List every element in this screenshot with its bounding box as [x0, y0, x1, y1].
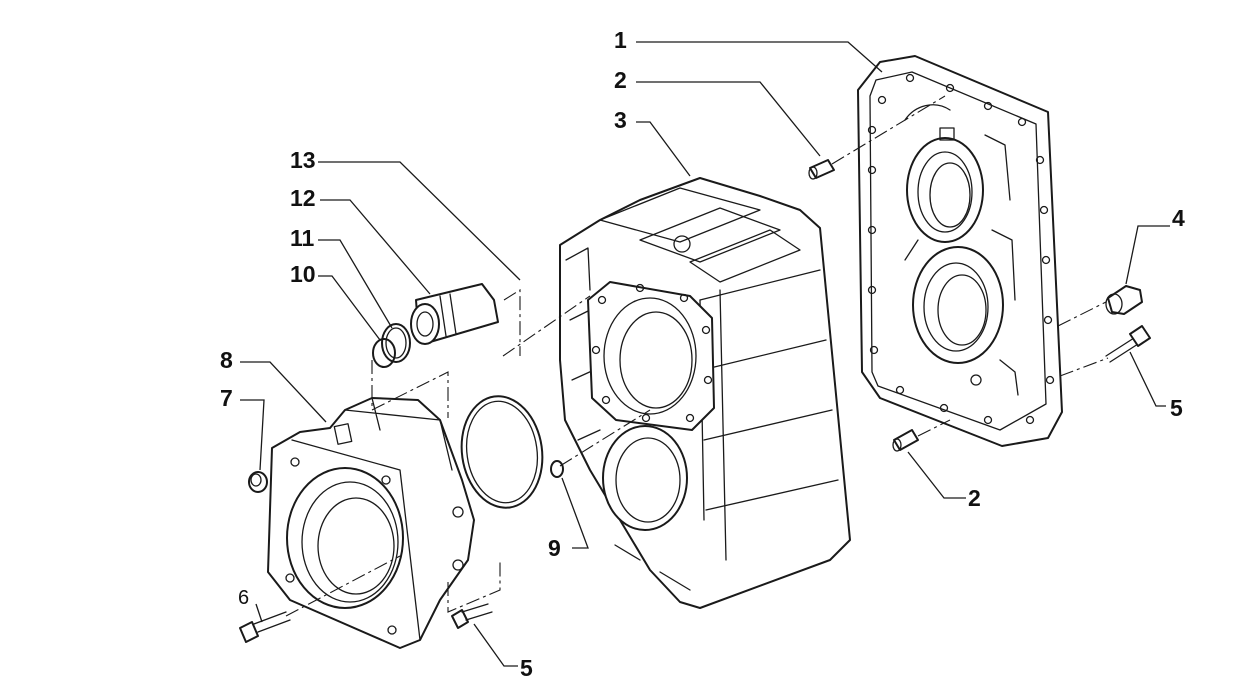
callout-11: 11 [290, 225, 315, 251]
callout-7: 7 [220, 385, 233, 411]
callout-6: 6 [238, 587, 249, 609]
callout-12: 12 [290, 185, 316, 211]
plug-rear [1105, 285, 1143, 315]
callout-8: 8 [220, 347, 233, 373]
callout-9: 9 [548, 535, 561, 561]
bolt-rear [1105, 325, 1151, 363]
callout-4: 4 [1172, 205, 1185, 231]
seal-ring-small [550, 460, 564, 478]
rear-cover-plate [857, 55, 1063, 447]
callout-labels: 1 2 3 13 12 11 10 8 7 4 5 2 9 6 5 [220, 27, 1185, 680]
callout-13: 13 [290, 147, 316, 173]
dowel-pin-upper [808, 159, 835, 180]
bolt-left [239, 611, 291, 643]
callout-5-rear: 5 [1170, 395, 1183, 421]
sleeve [410, 283, 499, 345]
callout-5-front: 5 [520, 655, 533, 680]
front-adaptor-housing [267, 397, 475, 649]
callout-10: 10 [290, 261, 316, 287]
plug-small [248, 471, 268, 493]
dowel-pin-lower [892, 429, 919, 452]
main-housing [559, 177, 851, 609]
callout-2-lower: 2 [968, 485, 981, 511]
snap-ring [372, 338, 396, 368]
o-ring-large [460, 395, 544, 509]
ring [381, 323, 411, 363]
callout-2-upper: 2 [614, 67, 627, 93]
callout-1: 1 [614, 27, 627, 53]
assembly-axis-lines [285, 95, 1109, 617]
leader-lines [240, 41, 1170, 667]
callout-3: 3 [614, 107, 627, 133]
bolt-front-lower [451, 603, 493, 629]
